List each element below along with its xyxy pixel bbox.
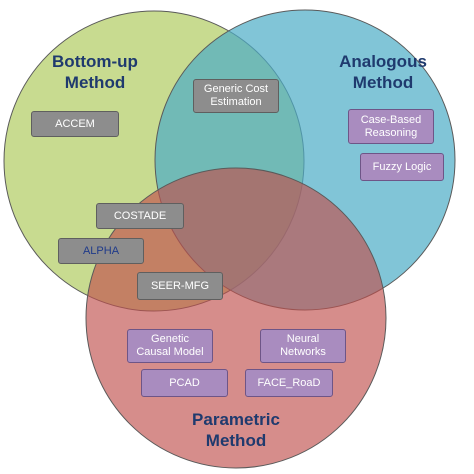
face-road-tag: FACE_RoaD [245,369,333,397]
genetic-causal-model-tag: Genetic Causal Model [127,329,213,363]
fuzzy-logic-tag: Fuzzy Logic [360,153,444,181]
neural-networks-tag: Neural Networks [260,329,346,363]
bottom-up-title: Bottom-up Method [52,52,138,92]
seer-mfg-tag: SEER-MFG [137,272,223,300]
case-based-reasoning-tag: Case-Based Reasoning [348,109,434,144]
pcad-tag: PCAD [141,369,228,397]
analogous-title: Analogous Method [339,52,427,92]
parametric-title: Parametric Method [192,410,280,450]
alpha-tag: ALPHA [58,238,144,264]
accem-tag: ACCEM [31,111,119,137]
costade-tag: COSTADE [96,203,184,229]
generic-cost-estimation-tag: Generic Cost Estimation [193,79,279,113]
